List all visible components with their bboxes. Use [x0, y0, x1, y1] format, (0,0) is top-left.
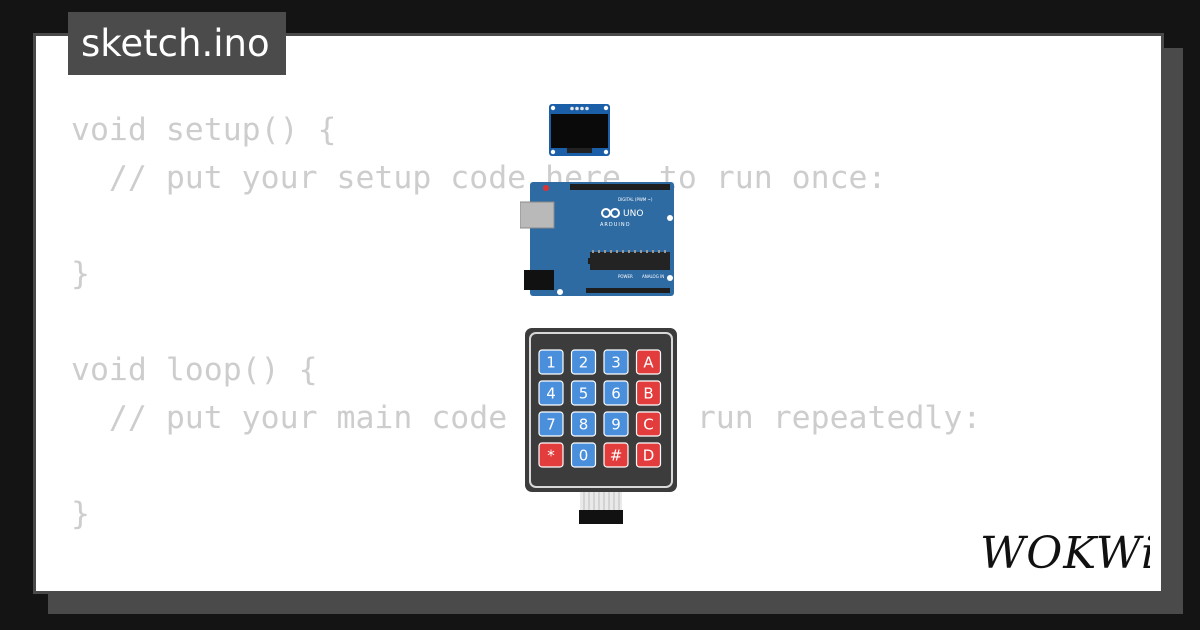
file-tab[interactable]: sketch.ino: [68, 12, 286, 75]
keypad-key-6[interactable]: 6: [603, 380, 629, 406]
keypad-key-5[interactable]: 5: [570, 380, 597, 406]
keypad-key-9[interactable]: 9: [603, 411, 629, 437]
keypad-key-label: A: [643, 354, 654, 372]
oled-display[interactable]: [549, 104, 610, 156]
board-brand-label: ARDUINO: [600, 222, 631, 228]
keypad-key-label: 8: [579, 416, 589, 434]
keypad-key-label: 2: [579, 354, 589, 372]
wokwi-logo-text: WOKWi: [980, 528, 1150, 576]
code-line: void setup() {: [71, 112, 337, 148]
keypad-key-label: 3: [611, 354, 621, 372]
keypad-key-8[interactable]: 8: [570, 411, 597, 437]
keypad-key-3[interactable]: 3: [603, 349, 629, 375]
keypad-key-D[interactable]: D: [635, 442, 662, 468]
keypad-key-label: B: [643, 385, 653, 403]
keypad-key-7[interactable]: 7: [538, 411, 564, 437]
keypad-key-label: #: [610, 447, 623, 465]
board-power-label: POWER: [618, 274, 633, 279]
keypad-key-2[interactable]: 2: [570, 349, 597, 375]
keypad-key-label: 0: [579, 447, 589, 465]
arduino-uno-board[interactable]: UNO ARDUINO DIGITAL (PWM ~) POWER ANALOG…: [520, 180, 676, 298]
keypad-key-C[interactable]: C: [635, 411, 662, 437]
keypad-key-#[interactable]: #: [603, 442, 629, 468]
keypad-key-label: 1: [546, 354, 556, 372]
code-line: }: [71, 496, 90, 532]
keypad-key-label: 6: [611, 385, 621, 403]
keypad-key-B[interactable]: B: [635, 380, 662, 406]
keypad-key-label: *: [547, 447, 555, 465]
keypad-key-0[interactable]: 0: [570, 442, 597, 468]
keypad-key-label: C: [643, 416, 653, 434]
keypad-key-1[interactable]: 1: [538, 349, 564, 375]
keypad-key-*[interactable]: *: [538, 442, 564, 468]
keypad-key-label: 4: [546, 385, 556, 403]
keypad-key-label: D: [643, 447, 655, 465]
keypad-key-4[interactable]: 4: [538, 380, 564, 406]
code-editor: void setup() { // put your setup code he…: [71, 106, 981, 538]
board-analog-label: ANALOG IN: [642, 274, 664, 279]
keypad-key-A[interactable]: A: [635, 349, 662, 375]
board-header-label: DIGITAL (PWM ~): [618, 197, 653, 202]
keypad-key-label: 5: [579, 385, 589, 403]
keypad-key-label: 9: [611, 416, 621, 434]
code-line: }: [71, 256, 90, 292]
keypad-key-label: 7: [546, 416, 556, 434]
membrane-keypad[interactable]: 1 2 3 A 4 5 6 B 7 8 9 C * 0 # D: [524, 327, 678, 525]
code-line: void loop() {: [71, 352, 318, 388]
code-line: // put your setup code here, to run once…: [71, 160, 887, 196]
wokwi-logo: WOKWi: [980, 528, 1150, 576]
board-model-label: UNO: [623, 209, 643, 219]
